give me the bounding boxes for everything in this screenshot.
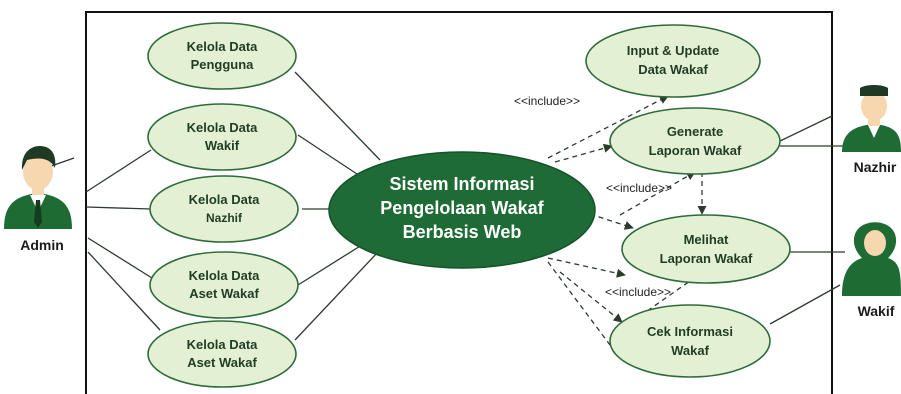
use-case-label: Data Wakaf: [638, 62, 708, 77]
use-case-kelola-pengguna: Kelola Data Pengguna: [147, 22, 297, 90]
system-title-line: Pengelolaan Wakaf: [380, 198, 544, 218]
use-case-label: Kelola Data: [189, 192, 261, 207]
use-case-label: Aset Wakaf: [187, 355, 257, 370]
admin-actor-icon: [4, 146, 72, 229]
use-case-kelola-wakif: Kelola Data Wakif: [147, 103, 297, 171]
use-case-generate-laporan: Generate Laporan Wakaf: [609, 107, 781, 175]
use-case-label: Kelola Data: [187, 120, 259, 135]
admin-associations: [39, 149, 161, 331]
system-title-line: Sistem Informasi: [389, 174, 534, 194]
nazhir-actor-icon: [842, 85, 901, 152]
wakif-label: Wakif: [858, 303, 895, 319]
use-case-melihat-laporan: Melihat Laporan Wakaf: [621, 214, 791, 284]
use-case-kelola-aset-wakaf-2: Kelola Data Aset Wakaf: [147, 320, 297, 388]
use-case-label: Aset Wakaf: [189, 286, 259, 301]
use-case-label: Nazhif: [206, 211, 243, 225]
use-case-cek-informasi: Cek Informasi Wakaf: [609, 304, 771, 378]
system-title-line: Berbasis Web: [403, 222, 522, 242]
use-case-label: Laporan Wakaf: [660, 251, 753, 266]
wakif-actor-icon: [842, 222, 901, 296]
use-case-label: Wakif: [205, 138, 240, 153]
use-case-label: Input & Update: [627, 43, 719, 58]
system-boundary: [85, 11, 833, 394]
system-ellipse: Sistem Informasi Pengelolaan Wakaf Berba…: [328, 151, 596, 269]
use-case-label: Kelola Data: [189, 268, 261, 283]
use-case-input-update: Input & Update Data Wakaf: [585, 24, 761, 98]
include-label: <<include>>: [605, 285, 671, 299]
center-associations: [294, 71, 381, 341]
use-case-label: Laporan Wakaf: [649, 143, 742, 158]
nazhir-label: Nazhir: [854, 159, 897, 175]
use-case-label: Cek Informasi: [647, 324, 733, 339]
include-label: <<include>>: [606, 181, 672, 195]
admin-label: Admin: [20, 237, 64, 253]
use-case-kelola-nazhif: Kelola Data Nazhif: [149, 175, 299, 243]
use-case-kelola-aset-wakaf: Kelola Data Aset Wakaf: [149, 251, 299, 319]
use-case-label: Pengguna: [191, 57, 255, 72]
include-label: <<include>>: [514, 94, 580, 108]
use-case-label: Wakaf: [671, 343, 709, 358]
use-case-label: Kelola Data: [187, 39, 259, 54]
use-case-label: Melihat: [684, 232, 729, 247]
use-case-label: Generate: [667, 124, 723, 139]
use-case-label: Kelola Data: [187, 337, 259, 352]
